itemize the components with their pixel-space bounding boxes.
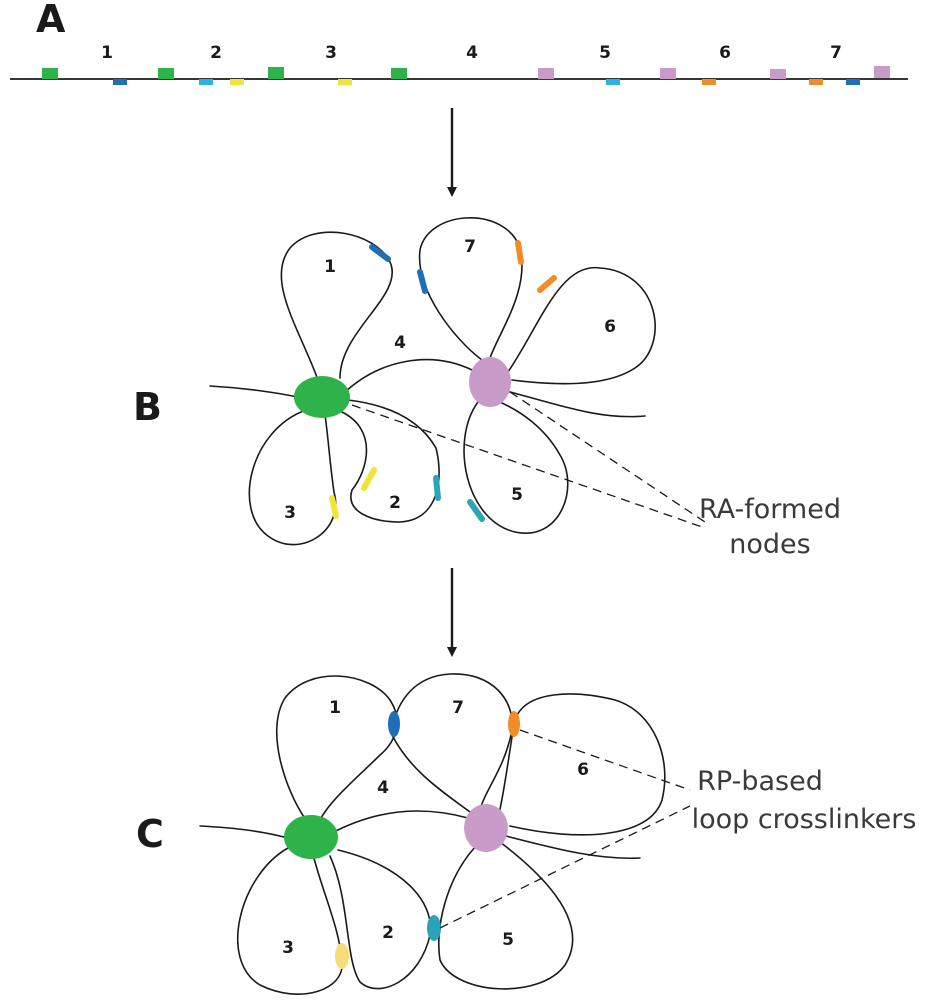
panel-c-letter: C [136,812,164,856]
yellow-marker [329,495,339,519]
dark-blue-marker [417,269,428,294]
pink-marker [660,68,676,79]
panel-a: A 1 2 3 4 5 6 7 [10,0,908,85]
loop-label-5: 5 [599,43,611,63]
loop-label-3: 3 [282,938,294,958]
orange-marker [515,240,524,265]
green-marker [158,68,174,79]
loop-label-1: 1 [329,698,341,718]
loop-label-3: 3 [284,503,296,523]
pink-marker [874,66,890,78]
panel-c-crosslink-markers [335,711,520,969]
panel-b-loop-labels: 1 2 3 4 5 6 7 [284,237,616,523]
loop-label-4: 4 [377,778,389,798]
linear-loop-labels: 1 2 3 4 5 6 7 [101,43,842,63]
callout-nodes: nodes [729,529,810,560]
teal-crosslinker [427,915,441,941]
panel-a-letter: A [36,0,66,41]
loop-label-4: 4 [394,333,406,353]
panel-c: C [136,673,917,995]
pink-node [464,804,508,852]
panel-b: B [133,217,841,560]
panel-b-letter: B [133,385,162,429]
loop-label-6: 6 [604,317,616,337]
yellow-marker [230,79,244,85]
loop-label-1: 1 [324,257,336,277]
panel-c-fibers [199,673,666,995]
yellow-marker [361,467,377,491]
loop-label-2: 2 [389,493,401,513]
loop-label-6: 6 [719,43,731,63]
dark-blue-marker [113,79,127,85]
green-marker [391,68,407,79]
dark-blue-marker [369,244,391,262]
loop-label-6: 6 [577,760,589,780]
orange-crosslinker [508,711,520,737]
orange-marker [702,79,716,85]
panel-c-leader-lines [439,729,691,929]
dark-blue-marker [846,79,860,85]
green-marker [42,68,58,79]
pink-node [469,357,511,407]
orange-marker [809,79,823,85]
pink-marker [538,68,554,79]
loop-label-1: 1 [101,43,113,63]
green-node [284,815,338,859]
panel-c-loop-labels: 1 2 3 4 5 6 7 [282,698,589,958]
pink-marker [770,69,786,79]
loop-label-7: 7 [830,43,842,63]
callout-rp-based: RP-based [697,766,823,797]
orange-marker [537,275,557,293]
loop-label-5: 5 [511,485,523,505]
loop-label-7: 7 [452,698,464,718]
green-node [294,376,350,418]
loop-label-3: 3 [325,43,337,63]
teal-marker [467,499,485,522]
light-yellow-crosslinker [335,943,349,969]
panel-b-crosslink-markers [329,240,557,522]
panel-b-fibers [209,217,656,546]
yellow-marker [338,79,352,85]
loop-label-2: 2 [382,923,394,943]
teal-marker [433,475,441,501]
loop-label-2: 2 [210,43,222,63]
loop-label-7: 7 [464,237,476,257]
loop-label-5: 5 [502,930,514,950]
linear-markers [42,66,890,85]
panel-b-leader-lines [351,391,706,529]
loop-label-4: 4 [466,43,478,63]
callout-loop-crosslinkers: loop crosslinkers [692,804,917,835]
green-marker [268,67,284,79]
dark-blue-crosslinker [388,711,400,737]
light-blue-marker [606,79,620,85]
callout-ra-formed: RA-formed [699,494,841,525]
light-blue-marker [199,79,213,85]
